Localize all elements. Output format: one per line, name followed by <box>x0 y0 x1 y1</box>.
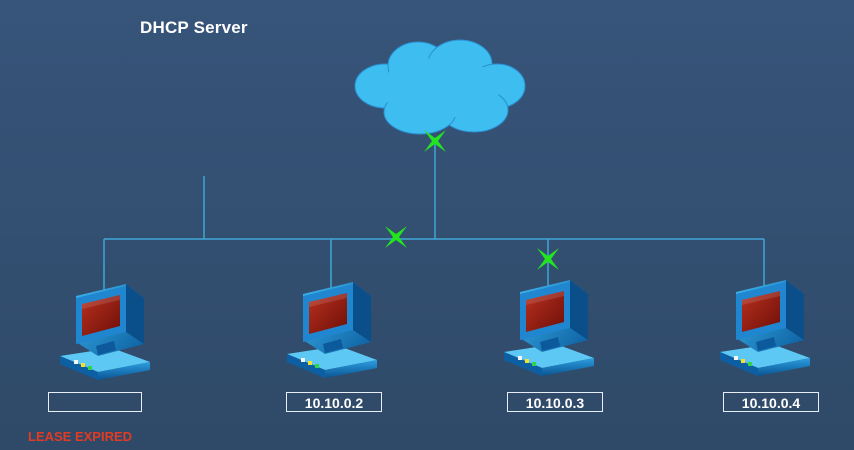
computer-icon-host-1 <box>60 284 150 380</box>
computer-icon-host-4 <box>720 280 810 376</box>
link-down-x-icon-backbone <box>385 226 407 248</box>
dhcp-server-label: DHCP Server <box>140 18 248 37</box>
host-1-ip-box <box>48 392 142 412</box>
network-links <box>103 140 765 290</box>
computer-icon-host-2 <box>287 282 377 378</box>
host-4-ip-box: 10.10.0.4 <box>723 392 819 412</box>
cloud-icon <box>354 39 526 135</box>
host-3-ip-box: 10.10.0.3 <box>507 392 603 412</box>
lease-expired-label: LEASE EXPIRED <box>28 429 133 444</box>
host-2-ip-box: 10.10.0.2 <box>286 392 382 412</box>
computer-icon-host-3 <box>504 280 594 376</box>
